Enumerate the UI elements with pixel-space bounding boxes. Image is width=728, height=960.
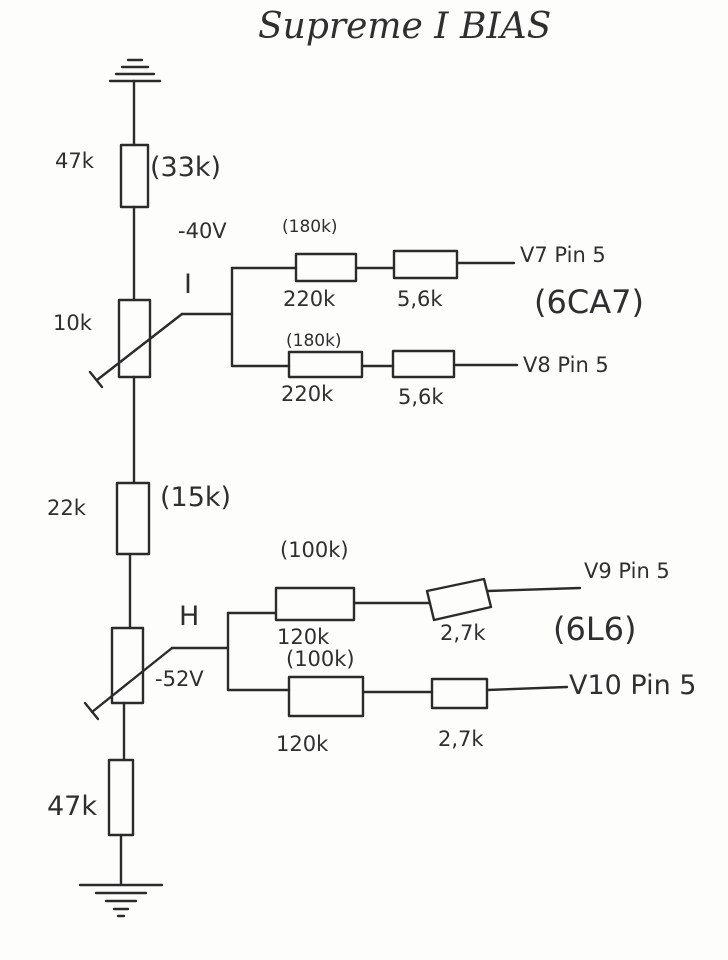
tube-type-upper: (6CA7) (534, 283, 644, 321)
node-H-label: H (179, 601, 199, 632)
branch-2-r2-value: 5,6k (398, 385, 444, 409)
branch-2-r2 (391, 349, 456, 379)
branch-4-r1 (287, 675, 365, 718)
branch-4-r1-alt: (100k) (286, 647, 355, 671)
branch-4-target: V10 Pin 5 (569, 670, 696, 701)
branch-4-r2-value: 2,7k (438, 727, 484, 751)
branch-3-r2-value: 2,7k (440, 621, 486, 645)
resistor-top-alt-value: (33k) (150, 152, 221, 183)
pot-I-value: 10k (53, 311, 93, 335)
branch-3-r2 (425, 577, 493, 622)
branch-1-r1-value: 220k (283, 287, 336, 311)
branch-1-r2 (392, 249, 459, 280)
branch-1-r1-alt: (180k) (282, 217, 338, 237)
schematic-title: Supreme I BIAS (258, 6, 551, 47)
node-I-voltage: -40V (178, 219, 227, 243)
branch-4-wire-c (485, 685, 569, 692)
branch-3-r1 (274, 586, 356, 622)
tube-type-lower: (6L6) (553, 610, 637, 648)
resistor-top (119, 143, 150, 209)
resistor-bottom-value: 47k (47, 791, 97, 822)
branch-1-r2-value: 5,6k (397, 287, 443, 311)
branch-2-r1 (287, 350, 364, 379)
branch-3-r1-value: 120k (277, 625, 330, 649)
resistor-mid-value: 22k (47, 496, 87, 520)
ground-bottom-icon (78, 883, 164, 918)
node-I-label: I (184, 269, 192, 300)
pot-I-wiper-icon (88, 312, 184, 389)
branch-2-target: V8 Pin 5 (523, 353, 609, 377)
resistor-mid-alt-value: (15k) (160, 482, 231, 513)
resistor-bottom (107, 758, 135, 837)
branch-3-r1-alt: (100k) (280, 538, 349, 562)
pot-I (117, 298, 152, 379)
branch-2-r1-value: 220k (281, 382, 334, 406)
pot-H-wiper-icon (83, 646, 174, 721)
resistor-mid (115, 481, 151, 556)
resistor-top-value: 47k (55, 149, 95, 173)
ground-top-icon (108, 58, 162, 83)
branch-3-target: V9 Pin 5 (584, 559, 670, 583)
branch-2-r1-alt: (180k) (286, 331, 342, 351)
branch-1-r1 (294, 252, 358, 283)
pot-H (110, 626, 145, 705)
node-H-voltage: -52V (155, 667, 204, 691)
branch-1-target: V7 Pin 5 (520, 243, 606, 267)
branch-4-r1-value: 120k (276, 732, 329, 756)
branch-4-r2 (430, 677, 489, 710)
branch-3-wire-c (486, 586, 582, 593)
